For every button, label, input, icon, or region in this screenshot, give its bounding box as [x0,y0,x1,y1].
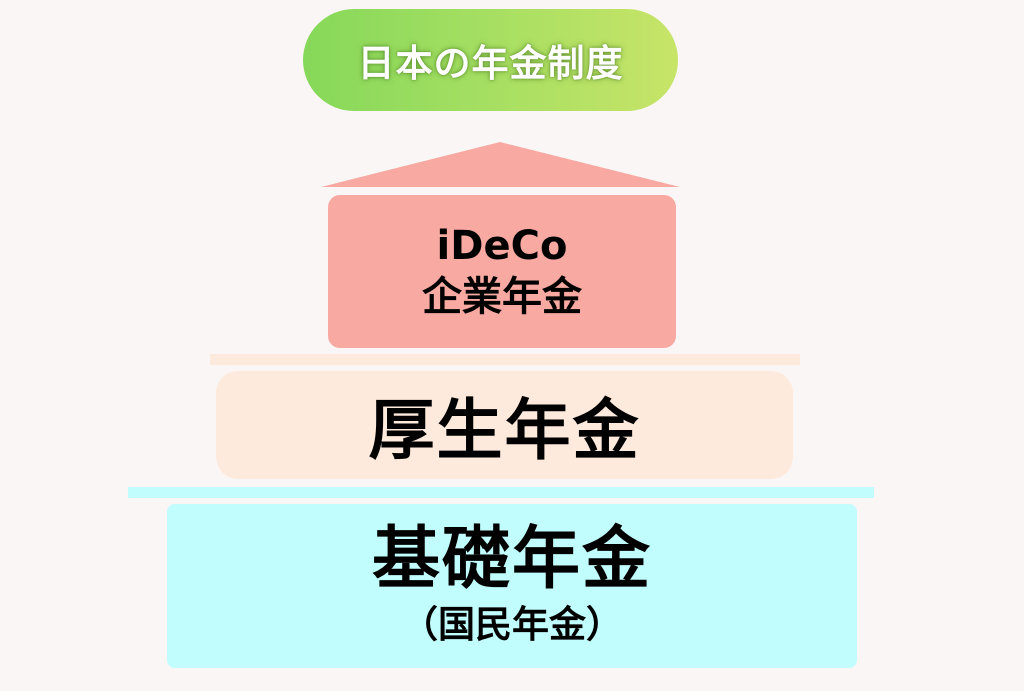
tier-divider-employee-pension [210,354,800,365]
tier-ideco-corporate-pension: iDeCo 企業年金 [328,195,676,348]
title-banner: 日本の年金制度 [303,9,678,111]
tier-label-ideco: iDeCo [436,222,568,269]
roof-triangle [321,142,680,187]
tier-label-employee-pension: 厚生年金 [368,392,641,469]
tier-basic-pension: 基礎年金 （国民年金） [167,504,857,668]
diagram-title: 日本の年金制度 [357,42,624,85]
tier-label-basic-pension: 基礎年金 [371,520,652,599]
tier-employee-pension: 厚生年金 [216,371,793,479]
tier-label-corporate-pension: 企業年金 [422,273,582,320]
tier-divider-basic-pension [128,487,874,498]
tier-label-national-pension: （国民年金） [401,603,623,646]
